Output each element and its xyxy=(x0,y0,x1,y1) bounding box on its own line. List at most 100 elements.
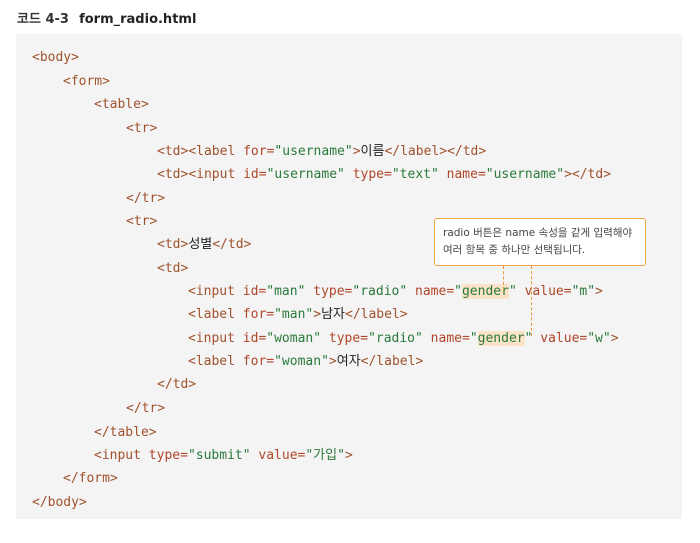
code-line-5: <td><label for="username">이름</label></td… xyxy=(157,142,486,162)
tag-label-close: </label> xyxy=(360,354,424,369)
label-text-female: 여자 xyxy=(336,354,361,369)
tag-gt: > xyxy=(352,144,361,159)
tag-input-open: <input xyxy=(188,331,235,346)
tag-gt: > xyxy=(595,284,603,299)
attr-value: value= xyxy=(258,448,306,463)
value-radio: "radio" xyxy=(352,284,408,299)
code-line-19: </form> xyxy=(63,469,118,489)
code-filename: form_radio.html xyxy=(79,12,197,27)
tag-gt: > xyxy=(610,331,619,346)
attr-value: value= xyxy=(524,284,572,299)
tag-tr-open: <tr> xyxy=(126,214,158,229)
tag-td-close: </td> xyxy=(212,237,252,252)
value-w: "w" xyxy=(587,331,611,346)
tag-body-open: <body> xyxy=(32,50,79,65)
code-line-6: <td><input id="username" type="text" nam… xyxy=(157,165,611,185)
cell-text-gender: 성별 xyxy=(188,237,213,252)
code-block: <body> <form> <table> <tr> <td><label fo… xyxy=(16,34,682,519)
tag-body-close: </body> xyxy=(32,495,87,510)
tag-td-open: <td> xyxy=(157,167,189,182)
attr-value: value= xyxy=(540,331,588,346)
code-line-20: </body> xyxy=(32,493,87,513)
code-line-1: <body> xyxy=(32,48,79,68)
tag-label-close: </label> xyxy=(384,144,448,159)
attr-type: type= xyxy=(313,284,353,299)
label-text-male: 남자 xyxy=(321,307,345,322)
tag-tr-close: </tr> xyxy=(126,401,166,416)
value-man: "man" xyxy=(266,284,306,299)
tag-form-close: </form> xyxy=(63,471,118,486)
code-line-17: </table> xyxy=(94,423,157,443)
attr-id: id= xyxy=(242,331,267,346)
quote-open: " xyxy=(469,331,478,346)
tag-label-open: <label xyxy=(188,354,235,369)
tag-table-open: <table> xyxy=(94,97,149,112)
value-submit: "submit" xyxy=(187,448,251,463)
tag-label-open: <label xyxy=(188,307,235,322)
tag-td-close: </td> xyxy=(157,377,197,392)
attr-type: type= xyxy=(352,167,392,182)
tag-input-open: <input xyxy=(94,448,141,463)
quote-close: " xyxy=(524,331,533,346)
code-line-4: <tr> xyxy=(126,119,157,139)
code-caption: 코드 4-3 form_radio.html xyxy=(17,8,196,27)
code-line-9: <td>성별</td> xyxy=(157,235,251,255)
tag-td-open: <td> xyxy=(157,144,189,159)
attr-name: name= xyxy=(430,331,470,346)
tag-td-close: </td> xyxy=(571,167,612,182)
code-line-7: </tr> xyxy=(126,189,165,209)
tag-td-close: </td> xyxy=(447,144,487,159)
code-line-8: <tr> xyxy=(126,212,157,232)
label-text-name: 이름 xyxy=(360,144,385,159)
tag-table-close: </table> xyxy=(94,425,157,440)
tag-gt: > xyxy=(564,167,572,182)
highlight-gender-2: gender xyxy=(477,331,525,346)
attr-for: for= xyxy=(242,307,275,322)
value-join: "가입" xyxy=(305,448,345,463)
code-number: 코드 4-3 xyxy=(17,12,69,27)
tag-gt: > xyxy=(344,448,353,463)
attr-for: for= xyxy=(243,144,275,159)
callout-connector-1 xyxy=(503,266,504,290)
tag-label-close: </label> xyxy=(345,307,408,322)
attr-id: id= xyxy=(242,284,267,299)
code-line-13: <input id="woman" type="radio" name="gen… xyxy=(188,329,619,349)
tag-td-open: <td> xyxy=(157,237,189,252)
value-woman: "woman" xyxy=(274,354,329,369)
code-line-11: <input id="man" type="radio" name="gende… xyxy=(188,282,603,302)
code-line-16: </tr> xyxy=(126,399,165,419)
tag-tr-close: </tr> xyxy=(126,191,166,206)
callout-note: radio 버튼은 name 속성을 같게 입력해야 여러 항목 중 하나만 선… xyxy=(434,218,646,266)
attr-type: type= xyxy=(328,331,369,346)
tag-input-open: <input xyxy=(188,167,236,182)
value-man: "man" xyxy=(274,307,314,322)
value-m: "m" xyxy=(571,284,596,299)
tag-gt: > xyxy=(313,307,322,322)
callout-connector-2 xyxy=(531,266,532,336)
quote-close: " xyxy=(508,284,517,299)
callout-line-2: 여러 항목 중 하나만 선택됩니다. xyxy=(443,244,586,256)
quote-open: " xyxy=(454,284,462,299)
tag-label-open: <label xyxy=(188,144,236,159)
value-radio: "radio" xyxy=(368,331,423,346)
value-text: "text" xyxy=(391,167,439,182)
attr-name: name= xyxy=(415,284,455,299)
tag-input-open: <input xyxy=(188,284,235,299)
code-line-10: <td> xyxy=(157,259,188,279)
code-line-15: </td> xyxy=(157,375,196,395)
value-woman: "woman" xyxy=(266,331,322,346)
tag-gt: > xyxy=(328,354,337,369)
attr-type: type= xyxy=(148,448,188,463)
tag-tr-open: <tr> xyxy=(126,121,158,136)
code-line-2: <form> xyxy=(63,72,110,92)
value-username: "username" xyxy=(266,167,345,182)
attr-id: id= xyxy=(243,167,267,182)
value-username: "username" xyxy=(274,144,353,159)
code-line-14: <label for="woman">여자</label> xyxy=(188,352,423,372)
code-line-18: <input type="submit" value="가입"> xyxy=(94,446,353,466)
tag-form-open: <form> xyxy=(63,74,110,89)
code-line-12: <label for="man">남자</label> xyxy=(188,305,408,325)
highlight-gender-1: gender xyxy=(461,284,509,299)
code-line-3: <table> xyxy=(94,95,149,115)
code-panel: <body> <form> <table> <tr> <td><label fo… xyxy=(16,34,682,519)
